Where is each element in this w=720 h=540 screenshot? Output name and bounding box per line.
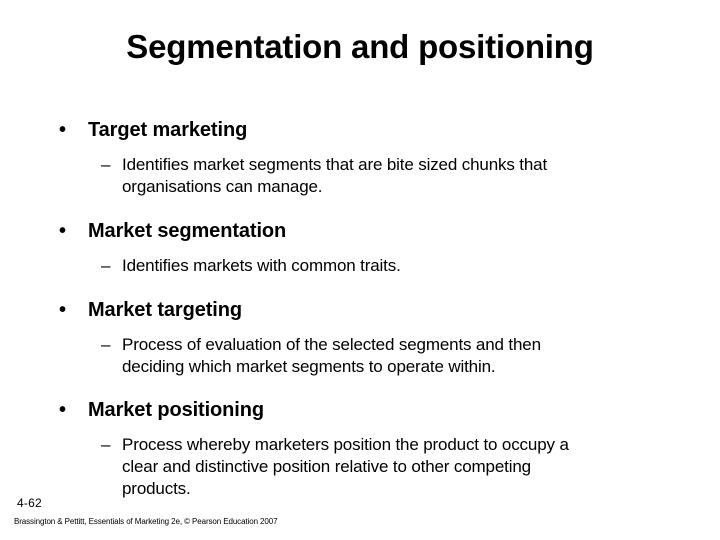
bullet-dot-icon: •	[59, 219, 66, 242]
bullet-heading: • Market targeting	[0, 298, 720, 322]
bullet-heading-label: Market targeting	[88, 299, 242, 322]
spacer	[0, 322, 720, 334]
bullet-heading-label: Target marketing	[88, 119, 248, 141]
bullet-dot-icon: •	[59, 299, 66, 322]
page-title: Segmentation and positioning	[126, 28, 594, 65]
bullet-dot-icon: •	[59, 398, 66, 421]
sub-bullet-dash-icon: –	[101, 335, 111, 355]
copyright-credit: Brassington & Pettitt, Essentials of Mar…	[14, 517, 278, 526]
spacer	[0, 142, 720, 154]
spacer	[0, 277, 720, 298]
slide-body: • Target marketing – Identifies market s…	[0, 118, 720, 500]
sub-bullet-dash-icon: –	[101, 435, 111, 455]
bullet-group-market-segmentation: • Market segmentation – Identifies marke…	[0, 219, 720, 277]
bullet-detail-label: Identifies markets with common traits.	[122, 256, 401, 276]
bullet-detail-label: Process whereby marketers position the p…	[122, 435, 569, 498]
bullet-detail: – Identifies markets with common traits.	[0, 255, 720, 277]
bullet-detail: – Process whereby marketers position the…	[0, 434, 720, 499]
sub-bullet-dash-icon: –	[101, 256, 111, 276]
bullet-group-target-marketing: • Target marketing – Identifies market s…	[0, 118, 720, 198]
bullet-heading: • Market segmentation	[0, 219, 720, 243]
sub-bullet-dash-icon: –	[101, 155, 111, 175]
bullet-heading-label: Market positioning	[88, 398, 264, 421]
bullet-heading: • Target marketing	[0, 118, 720, 142]
spacer	[0, 243, 720, 255]
bullet-detail-label: Identifies market segments that are bite…	[122, 155, 548, 197]
spacer	[0, 422, 720, 434]
bullet-group-market-positioning: • Market positioning – Process whereby m…	[0, 398, 720, 500]
slide-number: 4-62	[17, 496, 42, 510]
bullet-heading-label: Market segmentation	[88, 219, 287, 242]
bullet-heading: • Market positioning	[0, 398, 720, 422]
bullet-detail: – Process of evaluation of the selected …	[0, 334, 720, 378]
bullet-dot-icon: •	[59, 119, 66, 141]
bullet-group-market-targeting: • Market targeting – Process of evaluati…	[0, 298, 720, 378]
bullet-detail-label: Process of evaluation of the selected se…	[122, 335, 541, 377]
bullet-detail: – Identifies market segments that are bi…	[0, 154, 720, 198]
spacer	[0, 198, 720, 219]
spacer	[0, 378, 720, 398]
